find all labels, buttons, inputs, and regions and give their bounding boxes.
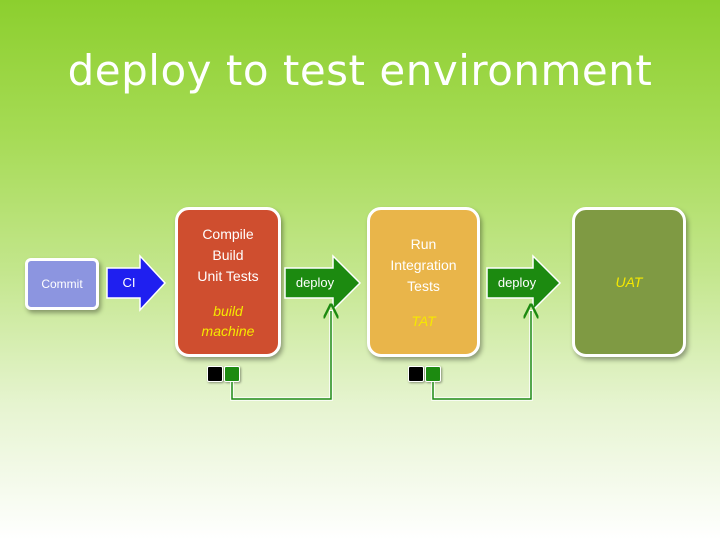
integration-tests-box: Run Integration Tests TAT <box>367 207 480 357</box>
run-label: Run <box>410 235 437 252</box>
build-word: build <box>213 302 243 319</box>
ci-arrow <box>106 254 167 312</box>
feedback-line-2 <box>432 311 531 400</box>
test-status-square-green <box>425 366 441 382</box>
compile-build-box: Compile Build Unit Tests build machine <box>175 207 281 357</box>
build-status-square-black <box>207 366 223 382</box>
unit-tests-label: Unit Tests <box>197 267 259 284</box>
commit-box: Commit <box>25 258 99 310</box>
test-status-square-black <box>408 366 424 382</box>
uat-label: UAT <box>615 274 643 290</box>
slide-title: deploy to test environment <box>67 46 653 95</box>
ci-arrow-label: CI <box>122 275 136 290</box>
compile-label: Compile <box>202 225 254 242</box>
build-status-square-green <box>224 366 240 382</box>
integration-label: Integration <box>390 256 457 273</box>
build-machine-label: build machine <box>202 301 255 341</box>
machine-word: machine <box>201 322 255 339</box>
feedback-line-1 <box>231 311 331 400</box>
uat-box: UAT <box>572 207 686 357</box>
deploy-arrow-1-label: deploy <box>295 275 335 290</box>
tests-label: Tests <box>407 277 440 294</box>
deploy-arrow-2 <box>486 254 562 312</box>
tat-label: TAT <box>411 312 436 329</box>
build-label: Build <box>212 246 244 263</box>
commit-label: Commit <box>41 276 83 291</box>
deploy-arrow-2-label: deploy <box>497 275 537 290</box>
deploy-arrow-1 <box>284 254 362 312</box>
